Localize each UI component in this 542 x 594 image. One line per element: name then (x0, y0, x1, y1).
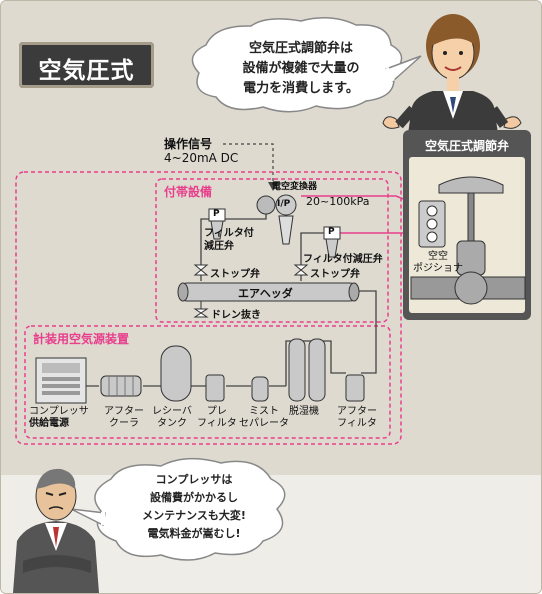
afterfilter-icon (345, 374, 365, 402)
drain-label: ドレン抜き (211, 310, 261, 321)
accessory-section-box (155, 178, 389, 323)
positioner-label-line: 空空 (428, 251, 448, 262)
page-title: 空気圧式 (38, 58, 135, 84)
equipment-afterfilter-label: アフター フィルタ (337, 406, 377, 430)
equipment-label-line: ミスト (249, 406, 279, 417)
filter-regulator-left-line: 減圧弁 (204, 241, 234, 252)
signal-arrow (268, 182, 278, 191)
supply-section-title: 計装用空気源装置 (33, 332, 130, 346)
filter-regulator-right-label: フィルタ付減圧弁 (303, 254, 383, 265)
equipment-label-line: フィルタ (197, 418, 237, 429)
equipment-label-line: セパレータ (239, 418, 289, 429)
filter-regulator-left-label: フィルタ付 減圧弁 (204, 227, 254, 253)
accessory-outer-boundary (15, 171, 402, 445)
equipment-dehumidifier-label: 脱湿機 (289, 406, 319, 418)
ip-transducer (256, 194, 297, 245)
compressor-icon (35, 357, 87, 404)
equipment-label-line: フィルタ (337, 418, 377, 429)
signal-value: 4~20mA DC (164, 151, 239, 165)
title-plate: 空気圧式 (19, 42, 154, 88)
equipment-prefilter-label: プレ フィルタ (197, 406, 237, 430)
stop-valve-right-icon (293, 264, 309, 276)
air-header (177, 282, 360, 313)
control-valve-title: 空気圧式調節弁 (424, 139, 509, 153)
equipment-label-line: レシーバ (152, 406, 192, 417)
equipment-label-line: 脱湿機 (289, 406, 319, 417)
bottom-bubble-line: 設備費がかかるし (150, 491, 238, 504)
top-speech-bubble (191, 17, 422, 113)
equipment-label-line: タンク (156, 418, 187, 429)
transducer-label: 電空変換器 (272, 182, 318, 192)
bottom-bubble-line: コンプレッサは (155, 473, 233, 486)
ip-label: I/P (277, 199, 291, 209)
receiver-tank-icon (160, 345, 192, 402)
top-bubble-line: 空気圧式調節弁は (248, 41, 353, 56)
equipment-compressor-label: コンプレッサ 供給電源 (29, 406, 89, 430)
drain-valve-icon (193, 308, 209, 318)
bottom-bubble-line: 電気料金が嵩むし! (147, 527, 241, 540)
signal-label: 操作信号 (164, 137, 213, 151)
bottom-speech-bubble (70, 457, 286, 561)
stop-valve-left-label: ストップ弁 (210, 269, 260, 280)
equipment-label-line: プレ (206, 406, 227, 417)
top-bubble-text: 空気圧式調節弁は 設備が複雑で大量の 電力を消費します。 (211, 39, 391, 99)
stop-valve-right-label: ストップ弁 (310, 269, 360, 280)
accessory-section-title: 付帯設備 (164, 185, 213, 199)
bottom-bubble-text: コンプレッサは 設備費がかかるし メンテナンスも大変! 電気料金が嵩むし! (109, 471, 279, 543)
pressure-label: 20~100kPa (306, 195, 370, 208)
equipment-label-line: アフター (337, 406, 377, 417)
businesswoman-illustration (382, 14, 522, 141)
equipment-label-line: クーラ (109, 418, 139, 429)
equipment-aftercooler-label: アフター クーラ (104, 406, 144, 430)
positioner-label: 空空 ポジショナ (413, 251, 463, 275)
equipment-label-line: 供給電源 (29, 418, 69, 429)
prefilter-icon (205, 374, 225, 402)
filter-regulator-right-icon (323, 226, 341, 258)
worried-man-illustration (13, 468, 99, 593)
mist-separator-icon (251, 376, 269, 402)
filter-regulator-left-icon (208, 208, 226, 240)
equipment-mist-separator-label: ミスト セパレータ (239, 406, 289, 430)
filter-regulator-left-line: フィルタ付 (204, 228, 254, 239)
stop-valve-left-icon (193, 264, 209, 276)
supply-section-box (24, 325, 391, 439)
bottom-bubble-line: メンテナンスも大変! (142, 509, 246, 522)
equipment-label-line: アフター (104, 406, 144, 417)
p-label-right: P (328, 227, 335, 237)
air-header-label: エアヘッダ (238, 287, 293, 300)
equipment-label-line: コンプレッサ (29, 406, 89, 417)
aftercooler-icon (100, 375, 142, 397)
positioner-label-line: ポジショナ (413, 263, 463, 274)
top-bubble-line: 電力を消費します。 (243, 81, 359, 96)
p-label-left: P (213, 209, 220, 219)
equipment-receiver-label: レシーバ タンク (152, 406, 192, 430)
dehumidifier-icon (288, 338, 326, 402)
top-bubble-line: 設備が複雑で大量の (242, 61, 360, 76)
